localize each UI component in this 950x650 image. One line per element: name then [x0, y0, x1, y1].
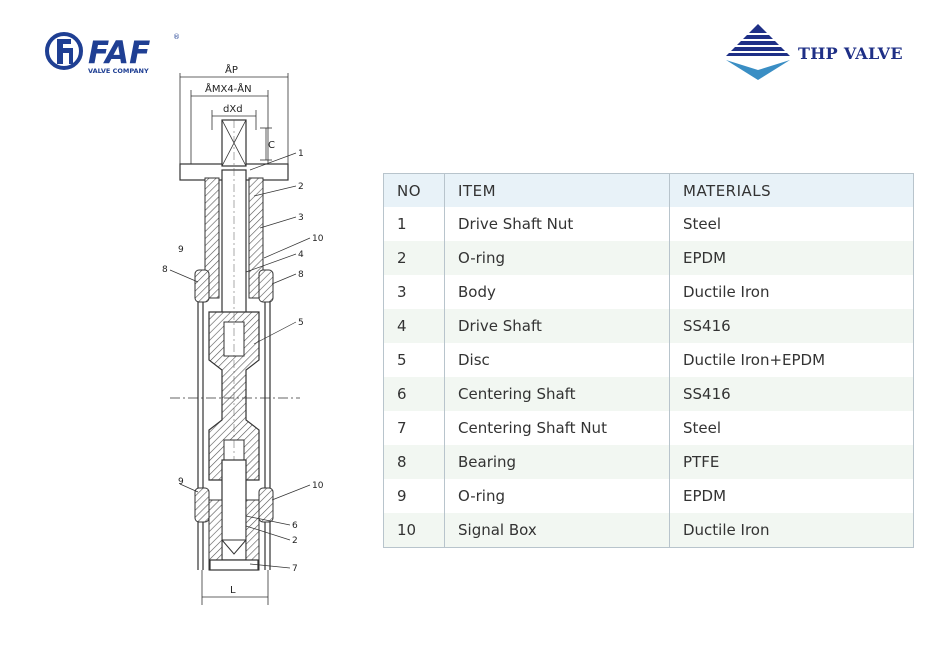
dim-amx-label: ÅMX4-ÅN — [205, 82, 252, 95]
callout-8-right: 8 — [298, 270, 304, 280]
callout-7: 7 — [292, 564, 298, 574]
cell-material: Ductile Iron — [669, 275, 914, 309]
faf-logo-subtitle: VALVE COMPANY — [88, 67, 149, 75]
callout-4: 4 — [298, 250, 304, 260]
thp-logo: THP VALVE — [722, 22, 932, 82]
callout-9-lower: 9 — [178, 477, 184, 487]
bearing-lower-left — [194, 487, 210, 523]
callout-10-lower: 10 — [312, 481, 324, 491]
faf-logo-graphic: FAF ® VALVE COMPANY — [45, 32, 180, 75]
cell-item: Drive Shaft — [444, 309, 670, 343]
header-materials: MATERIALS — [669, 173, 914, 207]
cell-material: Steel — [669, 411, 914, 445]
cell-item: O-ring — [444, 479, 670, 513]
dim-l-label: L — [230, 585, 236, 596]
cell-material: SS416 — [669, 309, 914, 343]
cell-no: 7 — [397, 419, 407, 437]
faf-logo-name: FAF — [88, 35, 150, 71]
neck-wall-left — [204, 177, 220, 299]
thp-logo-name: THP VALVE — [798, 44, 903, 63]
cell-no: 6 — [383, 377, 445, 411]
cell-material: Ductile Iron — [669, 513, 914, 548]
cell-item: Signal Box — [444, 513, 670, 548]
faf-logo: FAF ® VALVE COMPANY — [44, 30, 184, 76]
bearing-upper-left — [194, 269, 210, 303]
callout-2-upper: 2 — [298, 182, 304, 192]
callout-3: 3 — [298, 213, 304, 223]
dim-c-label: C — [268, 140, 275, 151]
header-no: NO — [383, 173, 445, 207]
cell-no: 8 — [383, 445, 445, 479]
cell-material: Steel — [669, 207, 914, 241]
header-item: ITEM — [444, 173, 670, 207]
callout-9-upper: 9 — [178, 245, 184, 255]
cell-material: EPDM — [669, 241, 914, 275]
valve-cross-section-drawing: ÅP ÅMX4-ÅN dXd C L — [150, 60, 340, 610]
cell-no: 1 — [397, 215, 407, 233]
cell-item: Body — [444, 275, 670, 309]
callout-8-left: 8 — [162, 265, 168, 275]
dim-ap-label: ÅP — [225, 63, 238, 76]
cell-item: Drive Shaft Nut — [444, 207, 670, 241]
centering-shaft-nut — [209, 559, 259, 571]
cell-material: EPDM — [669, 479, 914, 513]
faf-registered-mark: ® — [173, 33, 180, 41]
callout-5: 5 — [298, 318, 304, 328]
cell-item: Centering Shaft Nut — [444, 411, 670, 445]
cell-item: O-ring — [444, 241, 670, 275]
cell-no: 4 — [383, 309, 445, 343]
thp-logo-icon — [724, 24, 792, 80]
cell-no: 5 — [397, 351, 407, 369]
callout-6: 6 — [292, 521, 298, 531]
bearing-upper-right — [258, 269, 274, 303]
cell-no: 10 — [383, 513, 445, 548]
bearing-lower-right — [258, 487, 274, 523]
dim-dxd-label: dXd — [223, 104, 243, 115]
cell-item: Disc — [444, 343, 670, 377]
cell-no: 2 — [383, 241, 445, 275]
cell-material: PTFE — [669, 445, 914, 479]
neck-wall-right — [248, 177, 264, 299]
table-header-row: NO ITEM MATERIALS — [383, 173, 914, 207]
cell-material: SS416 — [669, 377, 914, 411]
callout-10-upper: 10 — [312, 234, 324, 244]
callout-2-lower: 2 — [292, 536, 298, 546]
cell-material: Ductile Iron+EPDM — [669, 343, 914, 377]
cell-item: Centering Shaft — [444, 377, 670, 411]
cell-no: 9 — [397, 487, 407, 505]
cell-no: 3 — [397, 283, 407, 301]
cell-item: Bearing — [444, 445, 670, 479]
valve-drawing-svg: ÅP ÅMX4-ÅN dXd C L — [162, 63, 324, 605]
callout-1: 1 — [298, 149, 304, 159]
